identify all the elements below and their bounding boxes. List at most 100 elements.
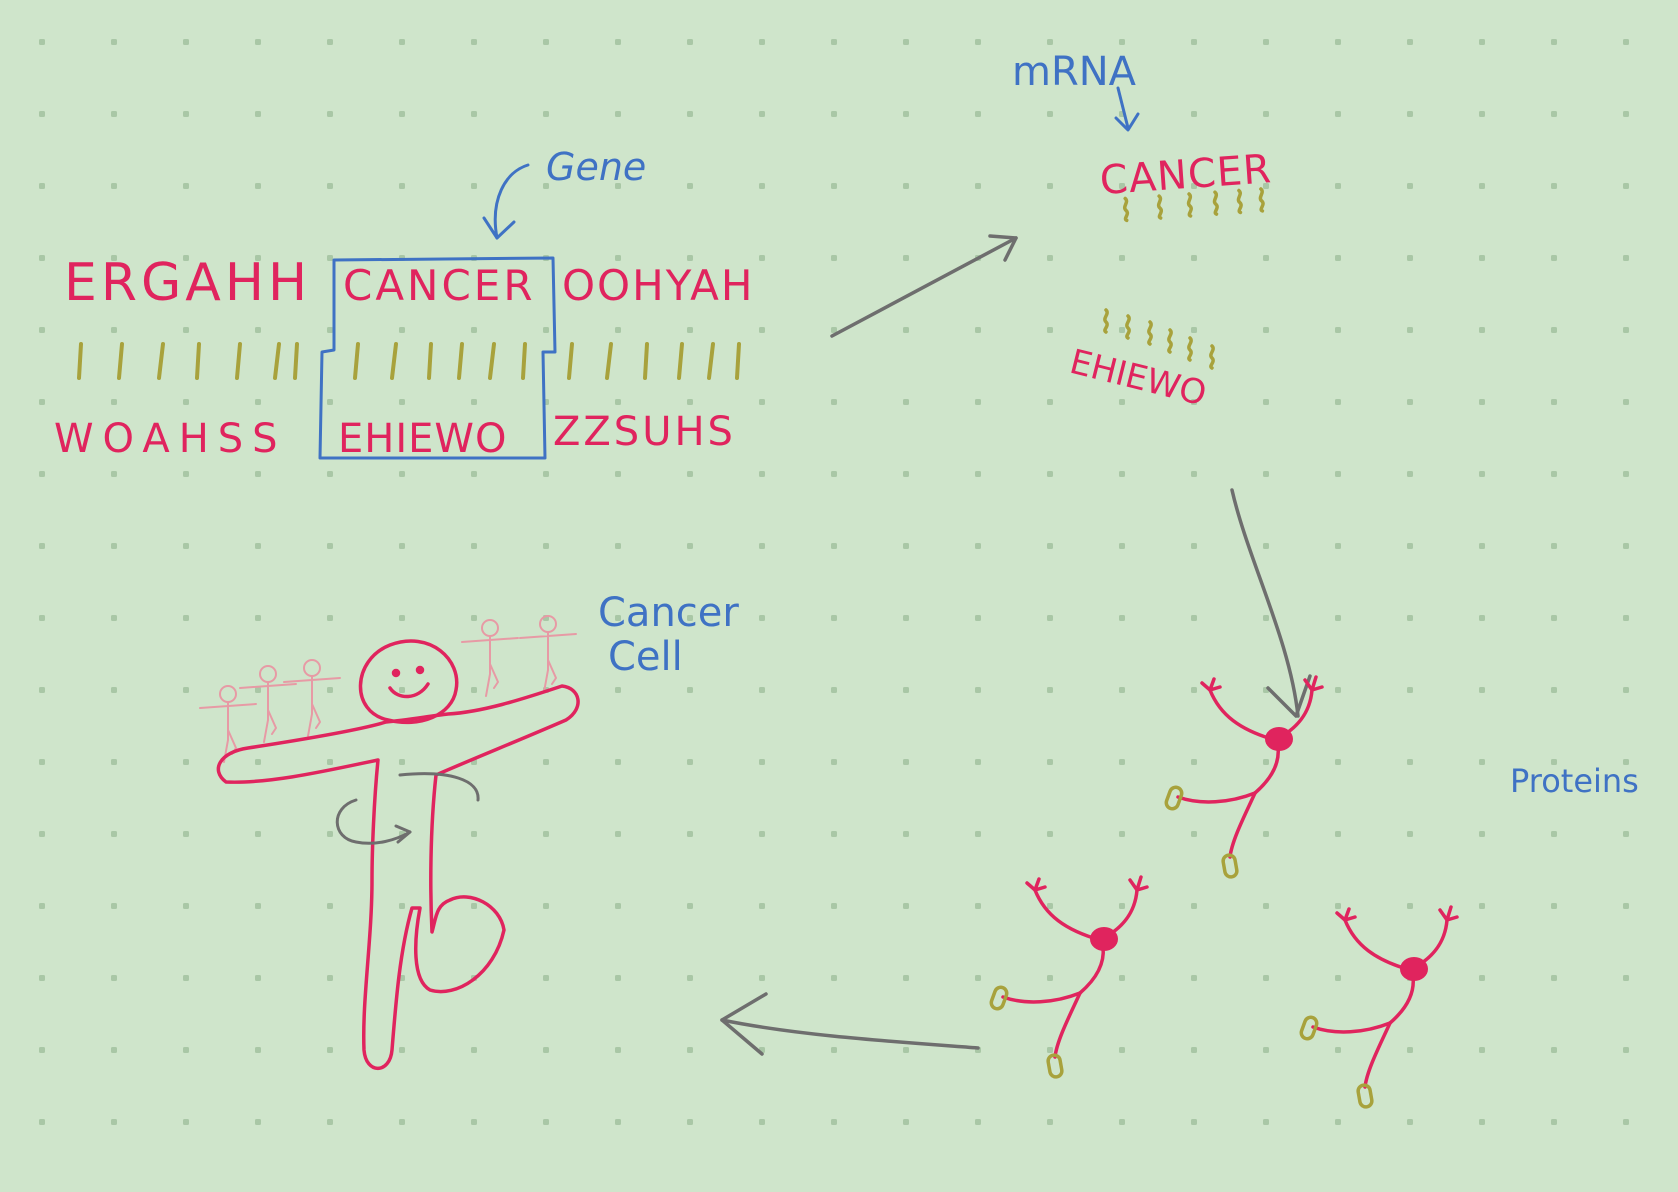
grid-dot [1623, 615, 1629, 621]
grid-dot [1191, 255, 1197, 261]
grid-dot [1479, 903, 1485, 909]
grid-dot [687, 1047, 693, 1053]
grid-dot [399, 1119, 405, 1125]
grid-dot [687, 543, 693, 549]
grid-dot [1191, 399, 1197, 405]
grid-dot [687, 975, 693, 981]
grid-dot [1407, 615, 1413, 621]
protein-body [1388, 975, 1415, 1025]
curved-arrow-icon [482, 163, 530, 240]
grid-dot [903, 39, 909, 45]
cancer-cell-label-line1: Cancer [598, 590, 739, 636]
stick-figure-icon [216, 639, 580, 1070]
grid-dot [327, 39, 333, 45]
grid-dot [183, 183, 189, 189]
mrna-bottom-strand: EHIEWO [1066, 308, 1215, 414]
grid-dot [1047, 399, 1053, 405]
grid-dot [831, 687, 837, 693]
grid-dot [687, 903, 693, 909]
grid-dot [399, 399, 405, 405]
cancer-cell-label-line2: Cell [608, 634, 683, 680]
grid-dot [687, 399, 693, 405]
grid-dot [1047, 39, 1053, 45]
grid-dot [39, 615, 45, 621]
grid-dot [327, 615, 333, 621]
grid-dot [1047, 327, 1053, 333]
grid-dot [1047, 183, 1053, 189]
grid-dot [1047, 975, 1053, 981]
grid-dot [759, 975, 765, 981]
circular-arrow-icon [335, 772, 480, 845]
grid-dot [111, 687, 117, 693]
grid-dot [831, 39, 837, 45]
grid-dot [183, 615, 189, 621]
grid-dot [39, 327, 45, 333]
expression-arrow [720, 992, 980, 1056]
grid-dot [327, 327, 333, 333]
grid-dot [399, 39, 405, 45]
grid-dot [1407, 39, 1413, 45]
grid-dot [1263, 543, 1269, 549]
grid-dot [39, 543, 45, 549]
grid-dot [975, 471, 981, 477]
grid-dot [687, 111, 693, 117]
grid-dot [1119, 903, 1125, 909]
grid-dot [111, 903, 117, 909]
grid-dot [1263, 39, 1269, 45]
grid-dot [1407, 183, 1413, 189]
grid-dot [615, 471, 621, 477]
base-bond [457, 342, 464, 380]
grid-dot [615, 831, 621, 837]
grid-dot [615, 1119, 621, 1125]
grid-dot [1479, 255, 1485, 261]
mrna-bottom-text: EHIEWO [1066, 342, 1211, 414]
grid-dot [1119, 543, 1125, 549]
grid-dot [759, 615, 765, 621]
grid-dot [1623, 255, 1629, 261]
grid-dot [183, 1047, 189, 1053]
grid-dot [1191, 543, 1197, 549]
grid-dot [1407, 399, 1413, 405]
grid-dot [1479, 975, 1485, 981]
grid-dot [831, 831, 837, 837]
grid-dot [327, 399, 333, 405]
grid-dot [399, 615, 405, 621]
grid-dot [975, 759, 981, 765]
grid-dot [1551, 327, 1557, 333]
grid-dot [1623, 903, 1629, 909]
grid-dot [831, 543, 837, 549]
cancer-cell-annotation: Cancer Cell [598, 590, 739, 680]
grid-dot [183, 255, 189, 261]
grid-dot [1263, 111, 1269, 117]
base-bond [567, 342, 574, 380]
cell-eye-right [415, 665, 425, 675]
grid-dot [39, 111, 45, 117]
grid-dot [183, 1119, 189, 1125]
grid-dot [1047, 471, 1053, 477]
grid-dot [1263, 1047, 1269, 1053]
grid-dot [831, 111, 837, 117]
grid-dot [615, 183, 621, 189]
grid-dot [1407, 903, 1413, 909]
protein-arm-left [1033, 888, 1102, 942]
grid-dot [1551, 183, 1557, 189]
grid-dot [1551, 399, 1557, 405]
protein-hand-left [1025, 877, 1047, 892]
grid-dot [1479, 543, 1485, 549]
grid-dot [255, 255, 261, 261]
grid-dot [111, 111, 117, 117]
grid-dot [1479, 1047, 1485, 1053]
grid-dot [39, 255, 45, 261]
grid-dot [183, 111, 189, 117]
grid-dot [903, 255, 909, 261]
grid-dot [1263, 1119, 1269, 1125]
grid-dot [687, 759, 693, 765]
grid-dot [111, 327, 117, 333]
grid-dot [975, 975, 981, 981]
base-bond [353, 342, 360, 380]
mrna-bond [1103, 308, 1109, 334]
grid-dot [687, 39, 693, 45]
replicating-cells [199, 615, 577, 763]
grid-dot [1407, 111, 1413, 117]
protein-leg-left [1311, 1021, 1392, 1034]
